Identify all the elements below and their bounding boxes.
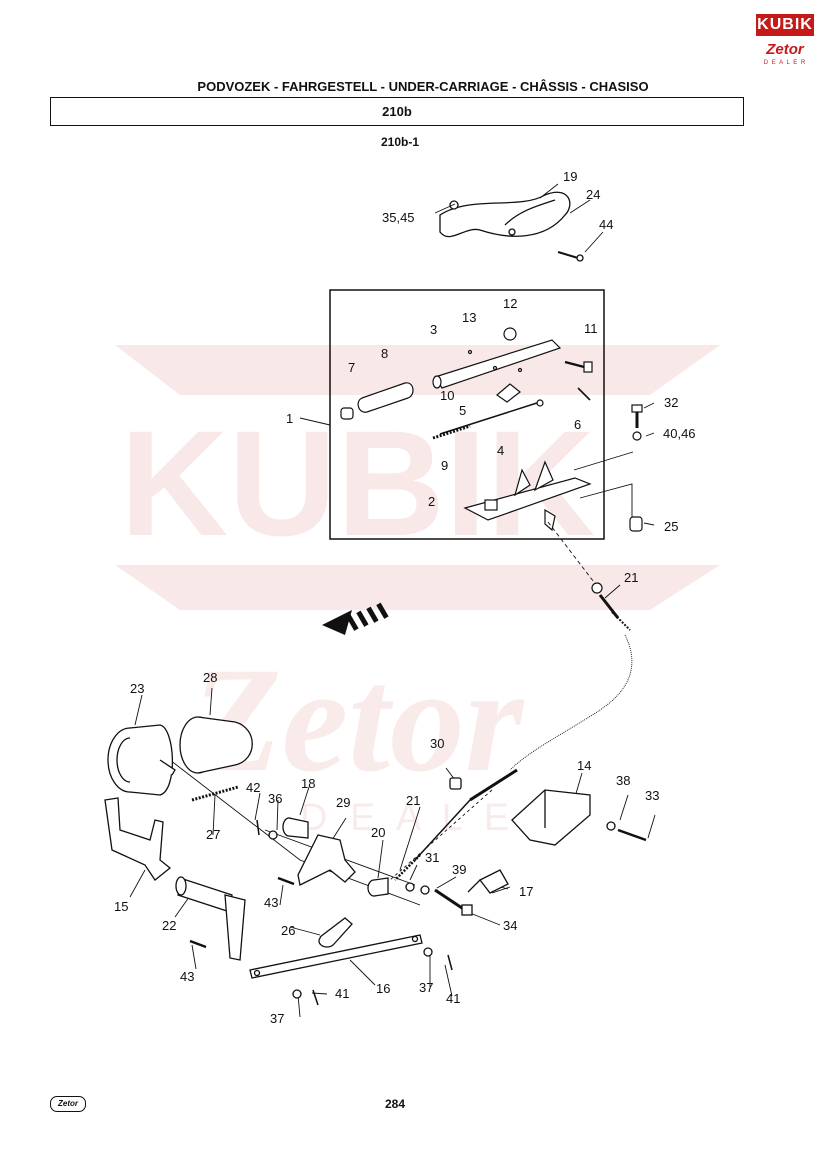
part-label-4: 4 xyxy=(497,443,504,458)
group-code-box: 210b xyxy=(50,97,744,126)
part-label-5: 5 xyxy=(459,403,466,418)
lower-shift-mechanism xyxy=(104,716,647,1006)
part-label-7: 7 xyxy=(348,360,355,375)
part-label-21-upper: 21 xyxy=(624,570,638,585)
control-cable xyxy=(394,582,631,881)
kubik-zetor-logo: KUBIK Zetor D E A L E R xyxy=(756,14,814,72)
part-label-13: 13 xyxy=(462,310,476,325)
part-label-24: 24 xyxy=(586,187,600,202)
part-label-22: 22 xyxy=(162,918,176,933)
part-label-33: 33 xyxy=(645,788,659,803)
part-label-28: 28 xyxy=(203,670,217,685)
assembly-frame xyxy=(329,289,605,540)
part-number-labels: 1 2 3 4 5 6 7 8 9 10 11 12 13 14 15 16 1… xyxy=(114,169,696,1026)
part-label-9: 9 xyxy=(441,458,448,473)
part-label-14: 14 xyxy=(577,758,591,773)
part-label-35-45: 35,45 xyxy=(382,210,415,225)
part-label-41-left: 41 xyxy=(335,986,349,1001)
part-label-2: 2 xyxy=(428,494,435,509)
part-label-42: 42 xyxy=(246,780,260,795)
part-label-23: 23 xyxy=(130,681,144,696)
watermark-sub-brand: Zetor xyxy=(189,637,525,803)
part-label-38: 38 xyxy=(616,773,630,788)
part-label-12: 12 xyxy=(503,296,517,311)
logo-brand: KUBIK xyxy=(756,14,814,36)
part-label-6: 6 xyxy=(574,417,581,432)
part-label-34: 34 xyxy=(503,918,517,933)
part-label-3: 3 xyxy=(430,322,437,337)
handle-grip xyxy=(439,191,584,262)
page-number: 284 xyxy=(384,1097,406,1111)
part-label-8: 8 xyxy=(381,346,388,361)
logo-sub-brand: Zetor xyxy=(766,41,804,58)
part-label-37-right: 37 xyxy=(419,980,433,995)
part-label-40-46: 40,46 xyxy=(663,426,696,441)
page-title: PODVOZEK - FAHRGESTELL - UNDER-CARRIAGE … xyxy=(197,79,649,94)
part-label-18: 18 xyxy=(301,776,315,791)
part-label-39: 39 xyxy=(452,862,466,877)
part-label-21-lower: 21 xyxy=(406,793,420,808)
part-label-25: 25 xyxy=(664,519,678,534)
part-label-27: 27 xyxy=(206,827,220,842)
fasteners-right xyxy=(629,404,643,532)
footer-zetor-logo: Zetor xyxy=(50,1096,86,1112)
part-label-30: 30 xyxy=(430,736,444,751)
logo-dealer: D E A L E R xyxy=(763,60,807,66)
part-label-29: 29 xyxy=(336,795,350,810)
part-label-43-lower: 43 xyxy=(180,969,194,984)
part-label-31: 31 xyxy=(425,850,439,865)
direction-arrow-icon xyxy=(322,602,389,635)
gear-lever-assembly xyxy=(340,327,593,532)
part-label-44: 44 xyxy=(599,217,613,232)
part-label-15: 15 xyxy=(114,899,128,914)
part-label-10: 10 xyxy=(440,388,454,403)
part-label-32: 32 xyxy=(664,395,678,410)
part-label-1: 1 xyxy=(286,411,293,426)
part-label-41-right: 41 xyxy=(446,991,460,1006)
figure-code: 210b-1 xyxy=(380,135,420,149)
part-label-17: 17 xyxy=(519,884,533,899)
part-label-43-upper: 43 xyxy=(264,895,278,910)
part-label-36: 36 xyxy=(268,791,282,806)
part-label-37-left: 37 xyxy=(270,1011,284,1026)
part-label-11: 11 xyxy=(584,321,598,336)
part-label-20: 20 xyxy=(371,825,385,840)
part-label-16: 16 xyxy=(376,981,390,996)
watermark: KUBIK Zetor D E A L E R xyxy=(115,345,720,839)
part-label-26: 26 xyxy=(281,923,295,938)
part-label-19: 19 xyxy=(563,169,577,184)
